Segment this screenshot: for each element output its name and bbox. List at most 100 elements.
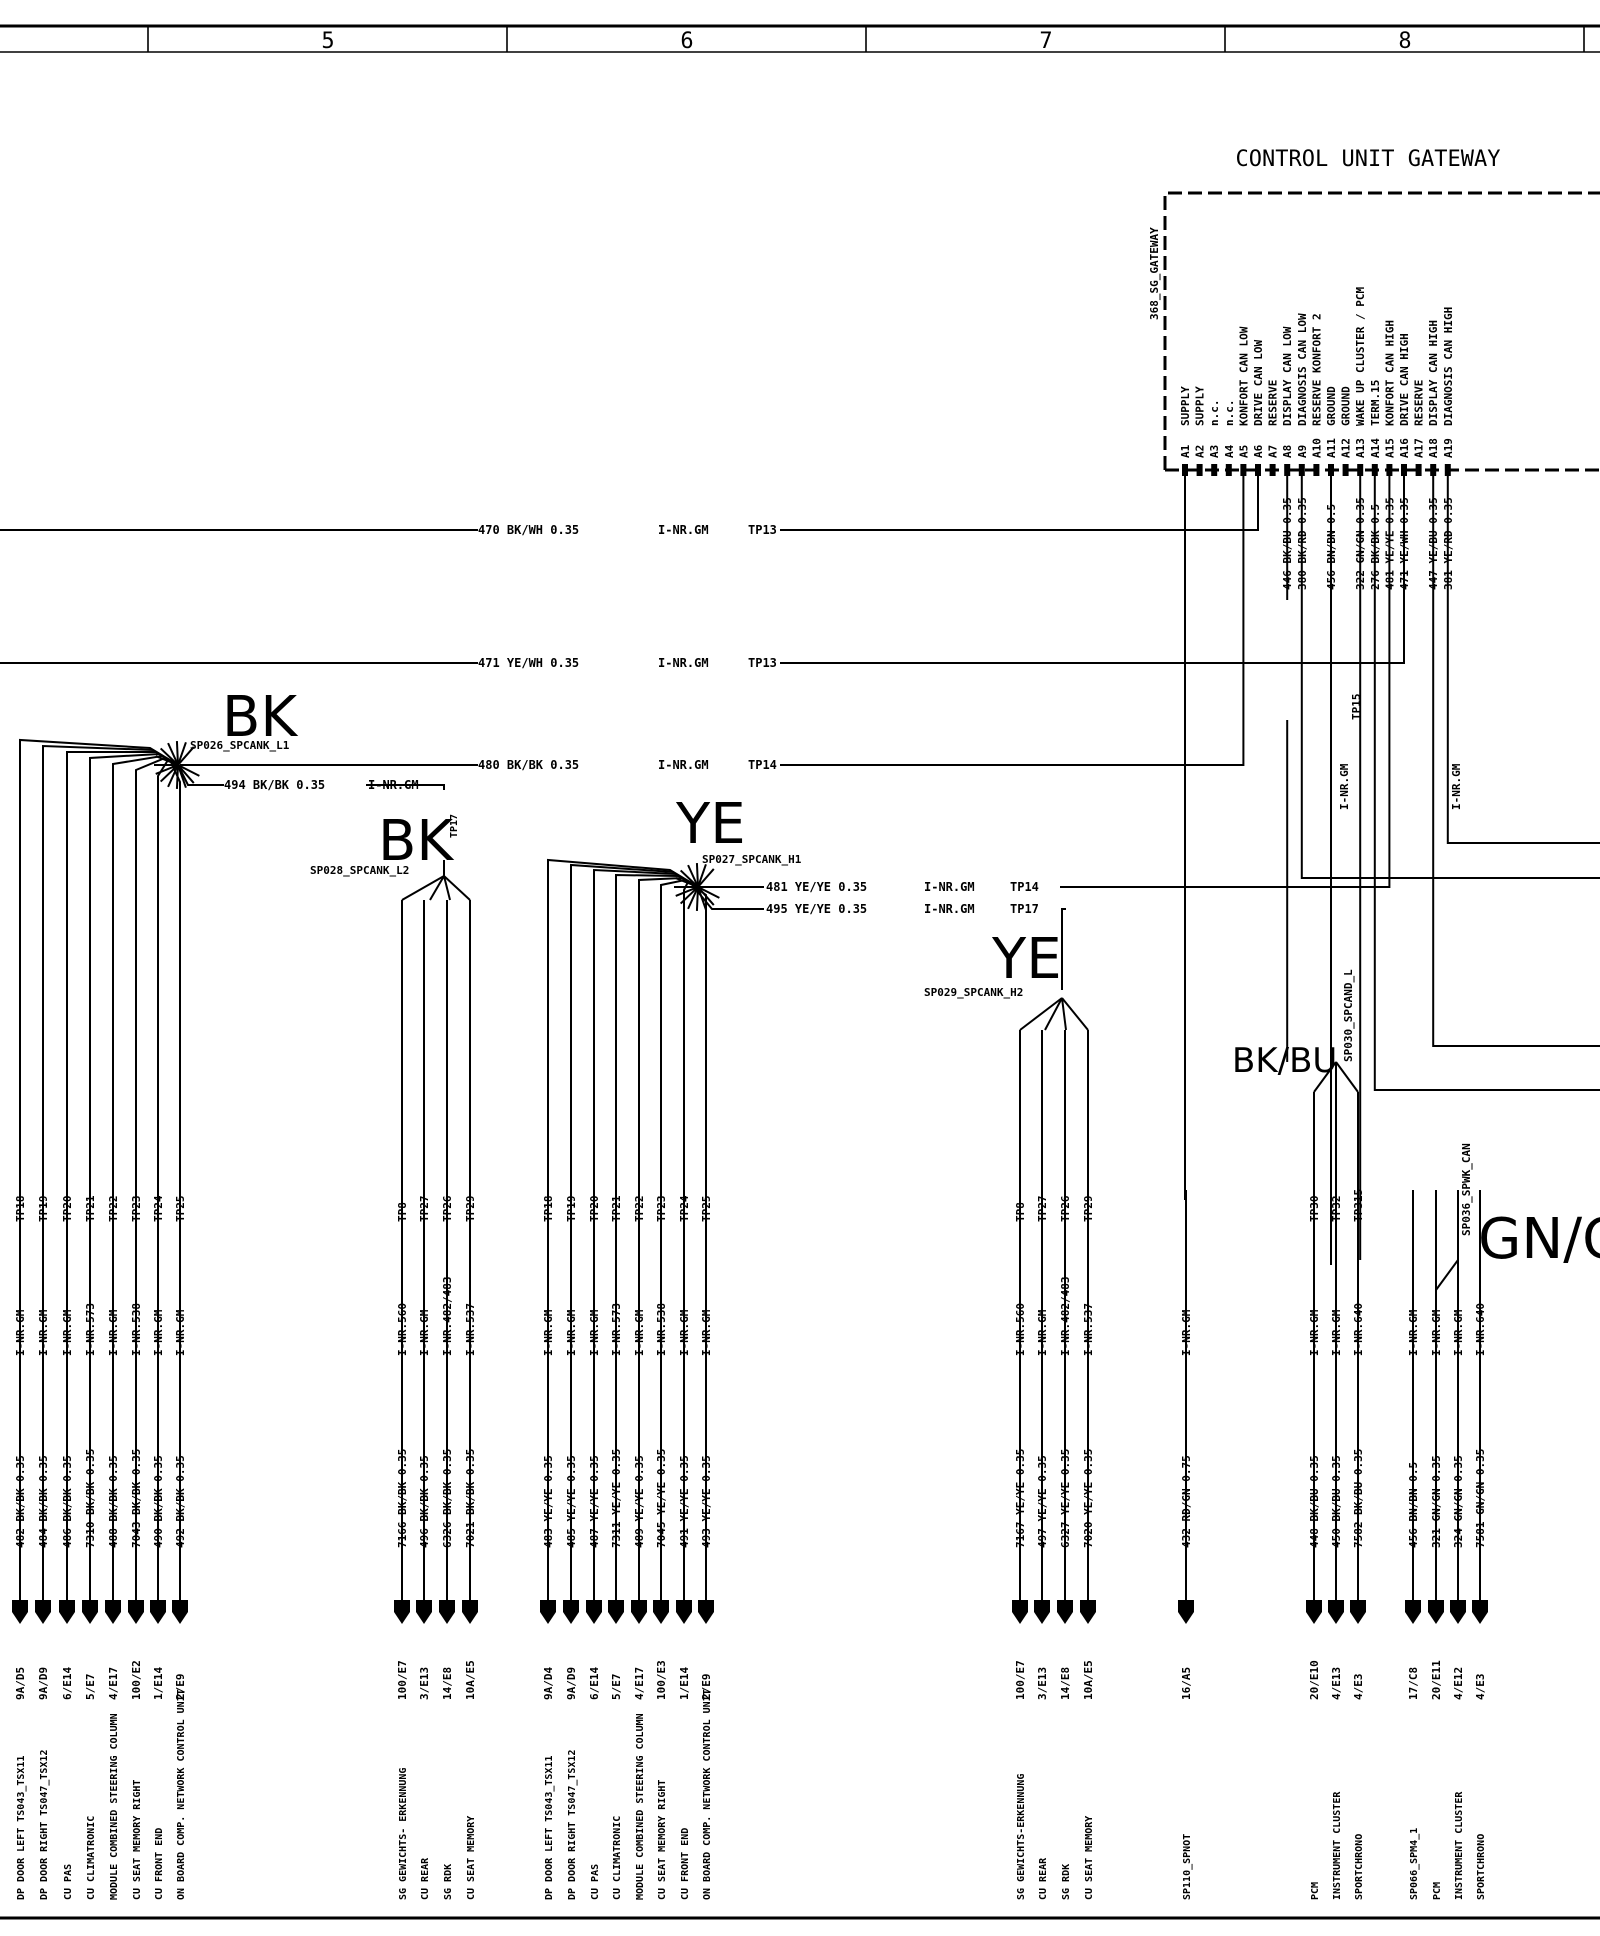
pin-stub-A10 — [1313, 464, 1320, 476]
gateway-pin-name-A17: RESERVE — [1413, 380, 1426, 426]
sp027-branch-5 — [660, 878, 699, 1190]
branch-g6-0-dest: PCM — [1310, 1882, 1321, 1900]
gateway-id: 368_SG_GATEWAY — [1148, 227, 1161, 320]
branch-g1-2-conn: 6/E14 — [61, 1667, 74, 1700]
wire-a19 — [1446, 470, 1600, 844]
sp027-star-ray-4 — [687, 886, 699, 910]
branch-g3-4-dest: MODULE COMBINED STEERING COLUMN — [635, 1713, 646, 1900]
sp027-out1-inr: I-NR.GM — [924, 880, 975, 894]
branch-g1-1-conn: 9A/D9 — [37, 1667, 50, 1700]
wire-a16 — [780, 470, 1405, 664]
sp026-out-wire: 494 BK/BK 0.35 — [224, 778, 325, 792]
branch-g2-1-dest: CU REAR — [420, 1857, 431, 1900]
gateway-pin-A15: A15 — [1383, 438, 1396, 458]
branch-g7-1-wire: 321 GN/GN 0.35 — [1430, 1455, 1443, 1548]
branch-g6-2-tp: TP315 — [1352, 1189, 1365, 1222]
sp027-branch-1 — [570, 863, 699, 1190]
branch-g4-0-wire: 7167 YE/YE 0.35 — [1014, 1449, 1027, 1548]
sp027-star-ray-11 — [695, 862, 699, 888]
gateway-pin-name-A10: RESERVE KONFORT 2 — [1310, 313, 1323, 426]
branch-g1-7-wire: 492 BK/BK 0.35 — [174, 1455, 187, 1548]
gateway-pin-A6: A6 — [1252, 444, 1265, 458]
branch-g1-5-connector — [128, 1600, 144, 1624]
sp027-branch-2 — [593, 868, 699, 1190]
wire-a5 — [780, 470, 1245, 766]
branch-g4-0-conn: 100/E7 — [1014, 1660, 1027, 1700]
branch-g7-2-conn: 4/E12 — [1452, 1667, 1465, 1700]
branch-g1-2-inr: I-NR.GM — [61, 1309, 74, 1356]
gateway-title: CONTROL UNIT GATEWAY — [1236, 147, 1501, 172]
gateway-pin-A4: A4 — [1223, 444, 1236, 458]
sp030-name: SP030_SPCAND_L — [1342, 969, 1355, 1062]
branch-g1-6-tp: TP24 — [152, 1195, 165, 1222]
sp028-arm-m2 — [443, 875, 451, 901]
branch-g6-0-tp: TP30 — [1308, 1196, 1321, 1223]
gateway-inr-a: I-NR.GM — [1338, 763, 1351, 810]
branch-g3-6-wire: 491 YE/YE 0.35 — [678, 1455, 691, 1548]
gateway-pin-A2: A2 — [1194, 445, 1207, 458]
branch-g3-1-tp: TP19 — [565, 1196, 578, 1223]
sp030-arm-l — [1313, 1061, 1337, 1093]
branch-g1-5-inr: I-NR.538 — [130, 1303, 143, 1356]
sp028-arm-l — [401, 875, 445, 901]
gateway-inr-b: I-NR.GM — [1450, 763, 1463, 810]
sp027-star-ray-12 — [697, 864, 707, 888]
branch-g3-5-connector — [653, 1600, 669, 1624]
pin-stub-A17 — [1415, 464, 1422, 476]
branch-g1-2-tp: TP20 — [61, 1196, 74, 1223]
branch-g7-0-wire: 456 BN/BN 0.5 — [1407, 1462, 1420, 1548]
branch-g1-7-dest: ON BOARD COMP. NETWORK CONTROL UNIT — [176, 1689, 187, 1900]
trunk-471-tp: TP13 — [748, 656, 777, 670]
branch-g3-6-inr: I-NR.GM — [678, 1309, 691, 1356]
sp029-name: SP029_SPCANK_H2 — [924, 986, 1023, 999]
pin-stub-A2 — [1196, 464, 1203, 476]
branch-g3-3-connector — [608, 1600, 624, 1624]
branch-g1-1-wire: 484 BK/BK 0.35 — [37, 1455, 50, 1548]
branch-g3-3-conn: 5/E7 — [610, 1674, 623, 1701]
branch-g6-2-inr: I-NR.640 — [1352, 1303, 1365, 1356]
branch-g1-1-connector — [35, 1600, 51, 1624]
branch-g7-3-dest: SPORTCHRONO — [1476, 1834, 1487, 1900]
sp026-branch-6 — [157, 758, 179, 1190]
branch-g3-4-wire: 489 YE/YE 0.35 — [633, 1455, 646, 1548]
sp026-star-ray-1 — [177, 764, 195, 784]
branch-g3-5-tp: TP23 — [655, 1196, 668, 1223]
branch-g5-0-wire: 432 RD/GN 0.75 — [1180, 1455, 1193, 1548]
branch-g3-0-conn: 9A/D4 — [542, 1667, 555, 1700]
branch-g6-2-dest: SPORTCHRONO — [1354, 1834, 1365, 1900]
sp026-color: BK — [222, 685, 298, 750]
branch-g1-6-dest: CU FRONT END — [154, 1828, 165, 1900]
zone-label-5: 5 — [321, 29, 334, 54]
branch-g1-3-connector — [82, 1600, 98, 1624]
gateway-pin-name-A18: DISPLAY CAN HIGH — [1427, 320, 1440, 426]
branch-g4-1-connector — [1034, 1600, 1050, 1624]
pin-stub-A4 — [1225, 464, 1232, 476]
branch-g1-5-wire: 7043 BK/BK 0.35 — [130, 1449, 143, 1548]
sp027-branch-4 — [638, 876, 699, 1190]
branch-g7-0-connector — [1405, 1600, 1421, 1624]
sp027-out2-wire: 495 YE/YE 0.35 — [766, 902, 867, 916]
sp026-out-b — [366, 784, 445, 790]
gateway-pin-A19: A19 — [1442, 438, 1455, 458]
branch-g1-4-connector — [105, 1600, 121, 1624]
trunk-471-inr: I-NR.GM — [658, 656, 709, 670]
branch-g4-0-dest: SG GEWICHTS-ERKENNUNG — [1016, 1774, 1027, 1900]
branch-g1-0-wire: 482 BK/BK 0.35 — [14, 1455, 27, 1548]
branch-g2-2-inr: I-NR.482/483 — [441, 1277, 454, 1356]
branch-g3-0-dest: DP DOOR LEFT TS043_TSX11 — [544, 1756, 555, 1901]
wire-network — [0, 470, 1600, 1600]
branch-g7-0-dest: SP066_SPM4_1 — [1409, 1828, 1420, 1900]
gateway-pin-name-A9: DIAGNOSIS CAN LOW — [1296, 313, 1309, 426]
zone-label-7: 7 — [1039, 29, 1052, 54]
branch-g6-2-wire: 7582 BK/BU 0.35 — [1352, 1449, 1365, 1548]
branch-g4-0-inr: I-NR.560 — [1014, 1303, 1027, 1356]
branch-g6-2-connector — [1350, 1600, 1366, 1624]
trunk-470-inr: I-NR.GM — [658, 523, 709, 537]
gateway-pin-name-A13: WAKE UP CLUSTER / PCM — [1354, 287, 1367, 426]
wire-a18 — [1432, 470, 1600, 1047]
branch-g3-6-conn: 1/E14 — [678, 1667, 691, 1700]
branch-g6-0-connector — [1306, 1600, 1322, 1624]
sp027-branch-3 — [615, 873, 699, 1190]
branch-g6-0-conn: 20/E10 — [1308, 1660, 1321, 1700]
gateway-pin-name-A12: GROUND — [1340, 386, 1353, 426]
